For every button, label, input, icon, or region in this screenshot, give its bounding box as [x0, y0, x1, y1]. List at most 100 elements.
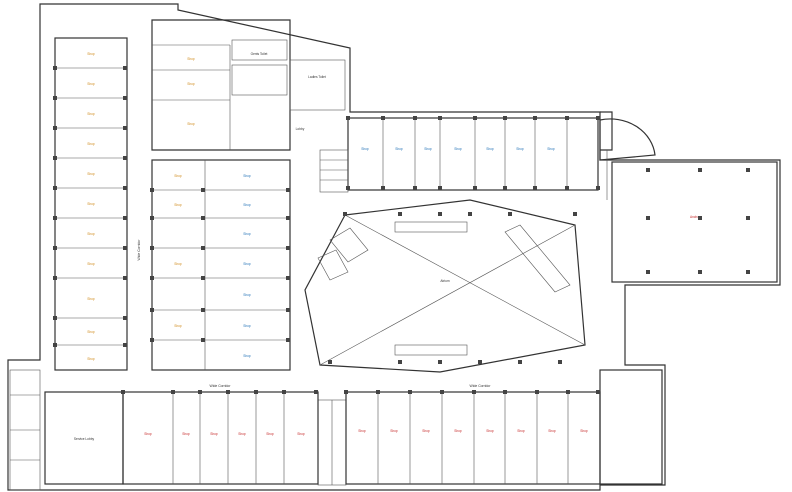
column — [565, 116, 569, 120]
column — [53, 126, 57, 130]
column — [438, 212, 442, 216]
column — [508, 212, 512, 216]
shop-label: Shop — [358, 429, 366, 433]
shop-label: Shop — [87, 232, 95, 236]
shop-label: Shop — [87, 52, 95, 56]
column — [503, 186, 507, 190]
column — [53, 186, 57, 190]
shop-label: Shop — [243, 203, 251, 207]
shop-label: Shop — [174, 324, 182, 328]
column — [123, 96, 127, 100]
service-lobby-label: Service Lobby — [74, 437, 95, 441]
column — [438, 186, 442, 190]
column — [646, 216, 650, 220]
column — [150, 188, 154, 192]
column — [343, 212, 347, 216]
column — [596, 186, 600, 190]
column — [201, 308, 205, 312]
column — [346, 186, 350, 190]
column — [201, 216, 205, 220]
column — [533, 116, 537, 120]
bottom-left-shop-row: Service Lobby Shop Shop Shop Shop Shop S… — [44, 391, 319, 485]
shop-label: Shop — [580, 429, 588, 433]
column — [123, 186, 127, 190]
shop-label: Shop — [516, 147, 524, 151]
shop-label: Shop — [210, 432, 218, 436]
column — [533, 186, 537, 190]
column — [286, 308, 290, 312]
left-shop-column: Shop Shop Shop Shop Shop Shop Shop Shop … — [54, 37, 128, 371]
column — [398, 212, 402, 216]
shop-label: Shop — [174, 203, 182, 207]
column — [566, 390, 570, 394]
building-outline — [7, 3, 781, 491]
gents-toilet-label: Gents Toilet — [251, 52, 268, 56]
column — [698, 168, 702, 172]
column — [201, 188, 205, 192]
column — [468, 212, 472, 216]
shop-label: Shop — [87, 297, 95, 301]
shop-label: Shop — [297, 432, 305, 436]
shop-label: Shop — [87, 330, 95, 334]
column — [596, 116, 600, 120]
shop-label: Shop — [174, 262, 182, 266]
shop-label: Shop — [87, 357, 95, 361]
anchor-label: Anchor — [690, 215, 701, 219]
shop-label: Shop — [87, 112, 95, 116]
column — [573, 212, 577, 216]
shop-label: Shop — [187, 57, 195, 61]
top-center-block: Shop Shop Shop Gents Toilet Ladies Toile… — [151, 19, 346, 151]
column — [53, 96, 57, 100]
column — [503, 116, 507, 120]
column — [150, 276, 154, 280]
column — [150, 216, 154, 220]
shop-label: Shop — [454, 147, 462, 151]
column — [503, 390, 507, 394]
column — [53, 156, 57, 160]
column — [328, 360, 332, 364]
shop-label: Shop — [144, 432, 152, 436]
shop-label: Shop — [361, 147, 369, 151]
shop-label: Shop — [243, 293, 251, 297]
corridor-label-bottom-right: Wide Corridor — [470, 384, 492, 388]
column — [286, 338, 290, 342]
column — [254, 390, 258, 394]
ladies-toilet-label: Ladies Toilet — [308, 75, 326, 79]
shop-label: Shop — [243, 262, 251, 266]
column — [53, 316, 57, 320]
column — [286, 188, 290, 192]
column — [282, 390, 286, 394]
column — [53, 276, 57, 280]
column — [201, 246, 205, 250]
shop-label: Shop — [548, 429, 556, 433]
center-shop-grid: Shop Shop Shop Shop Shop Shop Shop Shop … — [151, 159, 291, 371]
shop-label: Shop — [422, 429, 430, 433]
column — [535, 390, 539, 394]
column — [53, 246, 57, 250]
column — [123, 66, 127, 70]
shop-label: Shop — [187, 122, 195, 126]
column — [53, 66, 57, 70]
column — [438, 116, 442, 120]
column — [381, 186, 385, 190]
column — [123, 216, 127, 220]
column — [472, 390, 476, 394]
column — [558, 360, 562, 364]
shop-label: Shop — [174, 174, 182, 178]
column — [376, 390, 380, 394]
shop-label: Shop — [243, 174, 251, 178]
column — [698, 270, 702, 274]
atrium: Atrium — [304, 199, 586, 373]
shop-label: Shop — [182, 432, 190, 436]
column — [698, 216, 702, 220]
anchor-store: Anchor — [606, 150, 778, 283]
bottom-right-shop-row: Shop Shop Shop Shop Shop Shop Shop Shop — [345, 369, 663, 485]
column — [123, 126, 127, 130]
column — [565, 186, 569, 190]
column — [746, 216, 750, 220]
stair-cores — [9, 118, 656, 491]
column — [646, 168, 650, 172]
column — [123, 343, 127, 347]
structural-columns — [53, 66, 750, 394]
column — [473, 186, 477, 190]
